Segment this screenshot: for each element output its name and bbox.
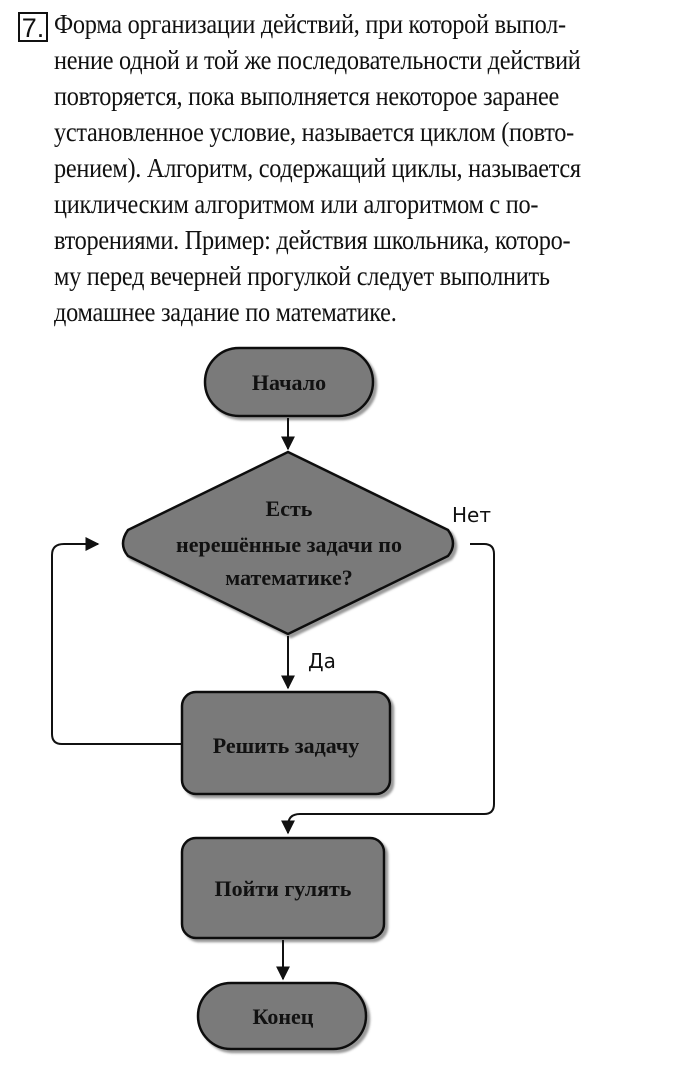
decision-node [121,450,455,636]
start-label: Начало [252,370,326,395]
no-label: Нет [452,503,491,527]
decision-label-line2: нерешённые задачи по [176,532,402,557]
task-text-line: циклическим алгоритмом или алгоритмом с … [54,189,539,219]
end-label: Конец [253,1004,314,1029]
task-text-line: домашнее задание по математике. [54,297,397,327]
edge-loop-back [51,537,182,745]
end-node [196,981,368,1051]
decision-label-line1: Есть [266,496,313,521]
task-text-line: Форма организации действий, при которой … [54,9,566,39]
yes-label: Да [308,649,336,673]
task-text-line: рением). Алгоритм, содержащий циклы, наз… [54,153,581,183]
task-text-line: вторениями. Пример: действия школьника, … [54,225,571,255]
task-text-line: му перед вечерней прогулкой следует выпо… [54,261,550,291]
loop-action-label: Решить задачу [213,733,360,758]
task-number: 7. [18,12,48,42]
exit-action-label: Пойти гулять [215,876,352,901]
exit-action-node [180,836,386,940]
edge-no-branch [281,543,495,835]
task-text-line: нение одной и той же последовательности … [54,45,581,75]
task-text-line: установленное условие, называется циклом… [54,117,574,147]
decision-label-line3: математике? [225,565,352,590]
task-text-line: повторяется, пока выполняется некоторое … [54,81,560,111]
start-node [203,346,375,418]
